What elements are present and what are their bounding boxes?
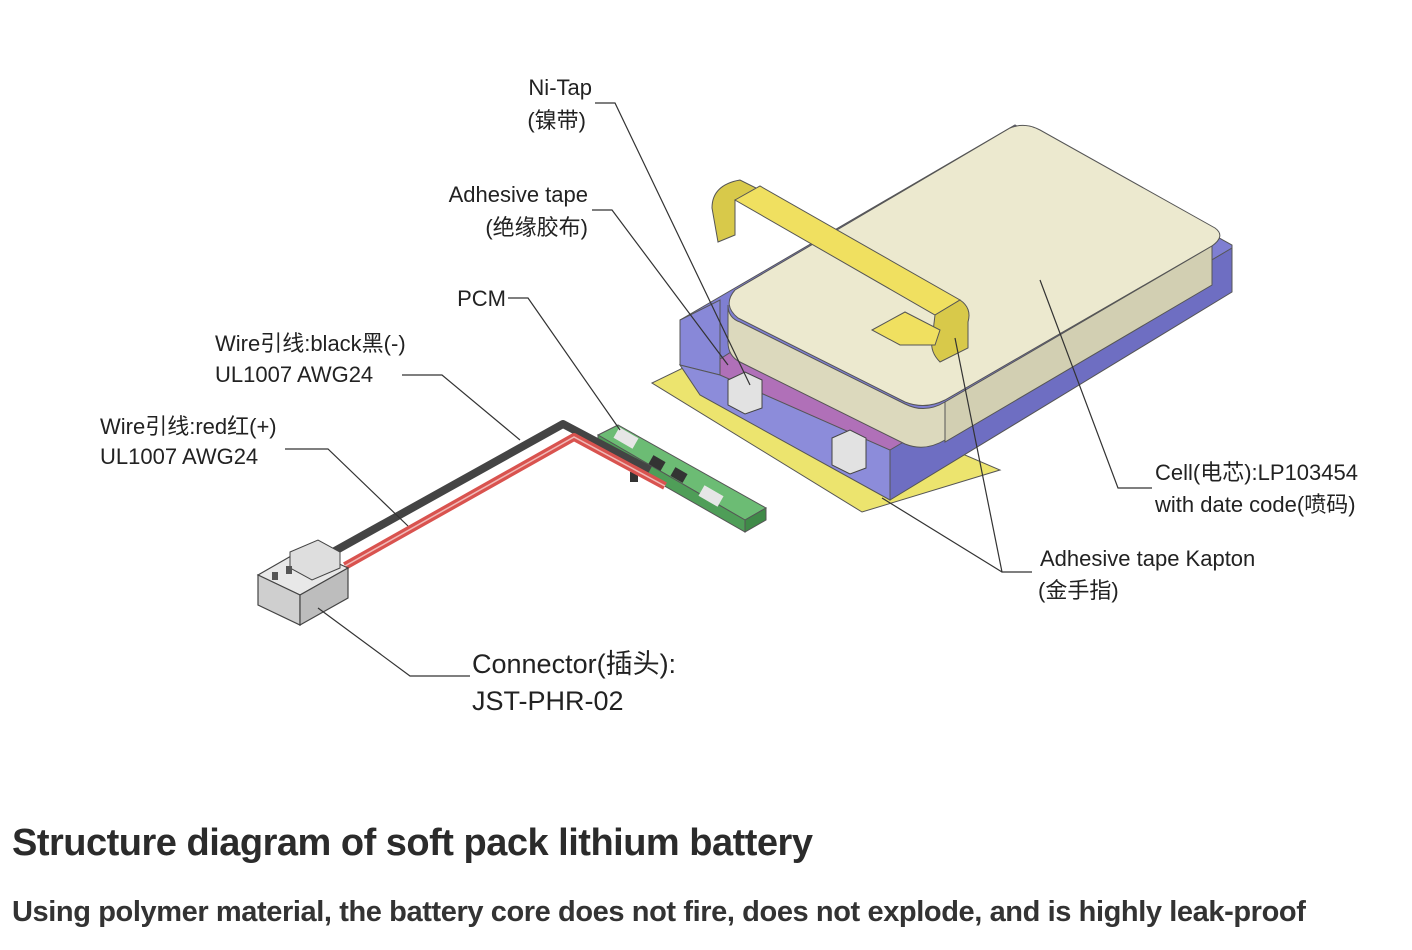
leader-kapton-2 [881, 497, 1003, 573]
label-wire-red-1: Wire引线:red红(+) [100, 414, 277, 439]
tape-front-fold [931, 299, 970, 363]
label-ni-tap-cn: (镍带) [527, 108, 586, 133]
tape-bottom-tab [870, 311, 941, 346]
pcm-chip-2 [670, 467, 688, 483]
connector-pin-1 [272, 572, 278, 580]
leader-ni-tap [595, 102, 751, 386]
leader-lines [285, 102, 1152, 677]
leader-adhesive-tape [592, 209, 729, 366]
leader-wire-black [402, 374, 521, 441]
wires [331, 420, 667, 570]
ni-tap-right [831, 429, 867, 475]
wire-red-highlight [344, 436, 666, 567]
label-kapton-2: (金手指) [1038, 578, 1119, 603]
label-connector-2: JST-PHR-02 [472, 686, 624, 716]
pcm-board [596, 424, 768, 533]
pcm-pad-1 [613, 427, 639, 449]
pcm-side [744, 507, 767, 533]
diagram-labels: Ni-Tap (镍带) Adhesive tape (绝缘胶布) PCM Wir… [100, 75, 1358, 716]
label-wire-black-1: Wire引线:black黑(-) [215, 331, 406, 356]
connector [256, 539, 350, 627]
leader-wire-red [285, 448, 409, 527]
leader-connector [317, 607, 470, 677]
label-cell-2: with date code(喷码) [1154, 492, 1356, 517]
ni-tap-terminals [727, 371, 867, 475]
label-wire-red-2: UL1007 AWG24 [100, 444, 258, 469]
cell-right-face [944, 245, 1213, 443]
leader-pcm [508, 297, 621, 431]
battery-structure-diagram: Ni-Tap (镍带) Adhesive tape (绝缘胶布) PCM Wir… [100, 75, 1358, 716]
connector-pin-2 [286, 566, 292, 574]
label-connector-1: Connector(插头): [472, 649, 676, 679]
wire-black [331, 420, 652, 556]
connector-side [299, 566, 349, 627]
label-wire-black-2: UL1007 AWG24 [215, 362, 373, 387]
label-adhesive-tape-cn: (绝缘胶布) [485, 215, 588, 240]
leader-cell [1039, 279, 1152, 489]
label-adhesive-tape: Adhesive tape [449, 182, 588, 207]
ni-tap-left [727, 371, 763, 415]
label-kapton-1: Adhesive tape Kapton [1040, 546, 1255, 571]
pcm-chip-3 [630, 472, 638, 482]
folded-adhesive-tape [711, 179, 970, 363]
label-cell-1: Cell(电芯):LP103454 [1155, 460, 1358, 485]
cell-body [727, 124, 1221, 448]
caption-title: Structure diagram of soft pack lithium b… [12, 822, 813, 864]
label-ni-tap: Ni-Tap [528, 75, 592, 100]
frame-left-wall [679, 299, 721, 376]
caption-subtitle: Using polymer material, the battery core… [12, 896, 1306, 928]
label-pcm: PCM [457, 286, 506, 311]
pcm-pad-2 [698, 485, 724, 507]
tape-back-loop [711, 179, 762, 243]
pcm-chip-1 [648, 455, 666, 471]
